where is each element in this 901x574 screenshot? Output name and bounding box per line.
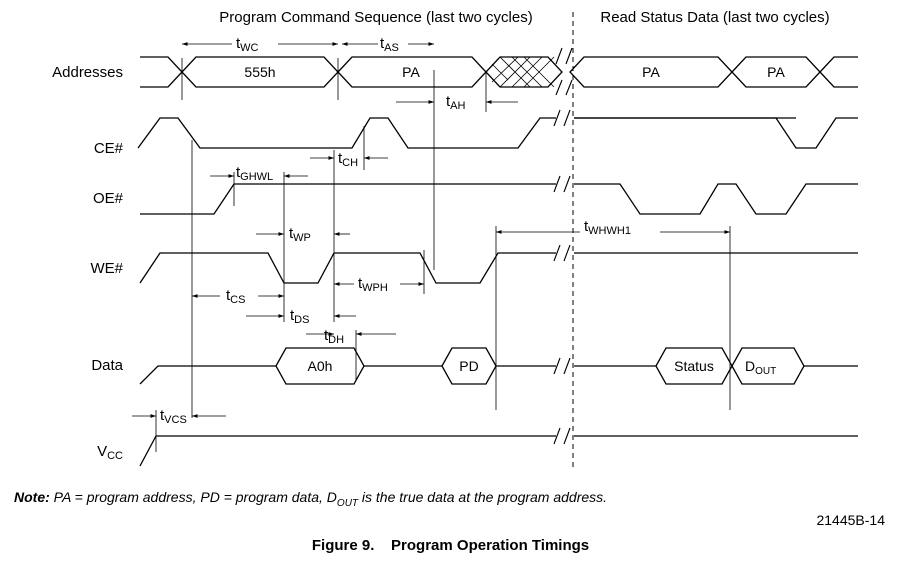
timing-label-tdh: tDH [324, 327, 344, 346]
vcc-waveform [139, 435, 858, 467]
footnote: Note: PA = program address, PD = program… [14, 489, 607, 509]
time-break-marks [553, 47, 573, 445]
header-read-status: Read Status Data (last two cycles) [600, 9, 829, 26]
timing-label-twp: tWP [289, 225, 311, 244]
figure-title: Program Operation Timings [391, 537, 590, 554]
data-waveform [139, 347, 858, 385]
signal-label-oe: OE# [93, 190, 124, 207]
timing-label-tvcs: tVCS [160, 407, 187, 426]
timing-label-tch: tCH [338, 150, 358, 169]
timing-label-tah: tAH [446, 93, 466, 112]
timing-label-twph: tWPH [358, 275, 388, 294]
reference-lines [155, 70, 731, 452]
figure-id: 21445B-14 [816, 512, 885, 528]
signal-label-data: Data [91, 357, 123, 374]
bus-label-pa-1: PA [402, 64, 420, 80]
timing-label-tcs: tCS [226, 287, 245, 306]
timing-label-tds: tDS [290, 307, 309, 326]
bus-label-pa-3: PA [767, 64, 785, 80]
bus-label-a0h: A0h [308, 358, 333, 374]
oe-waveform [140, 183, 858, 215]
signal-label-addresses: Addresses [52, 64, 123, 81]
figure-number: Figure 9. [311, 537, 375, 554]
timing-label-tghwl: tGHWL [236, 164, 273, 183]
we-waveform [139, 252, 858, 284]
footnote-sub: OUT [336, 497, 359, 509]
ce-waveform [137, 117, 858, 149]
footnote-text-2: is the true data at the program address. [358, 489, 608, 505]
bus-label-status: Status [674, 358, 714, 374]
bus-label-dout: DOUT [745, 358, 776, 377]
header-program-sequence: Program Command Sequence (last two cycle… [219, 9, 532, 26]
timing-label-twhwh1: tWHWH1 [584, 218, 631, 237]
figure-caption: Figure 9. Program Operation Timings [0, 537, 901, 554]
signal-label-ce: CE# [94, 140, 124, 157]
signal-label-vcc: VCC [97, 443, 123, 462]
timing-label-twc: tWC [236, 35, 259, 54]
addresses-waveform [140, 56, 858, 112]
bus-label-pa-2: PA [642, 64, 660, 80]
timing-label-tas: tAS [380, 35, 399, 54]
signal-label-we: WE# [90, 260, 123, 277]
footnote-label: Note: [14, 489, 50, 505]
footnote-text-1: PA = program address, PD = program data,… [49, 489, 337, 505]
bus-label-pd: PD [459, 358, 478, 374]
bus-label-555h: 555h [244, 64, 275, 80]
bus-segment-invalid [485, 56, 563, 88]
